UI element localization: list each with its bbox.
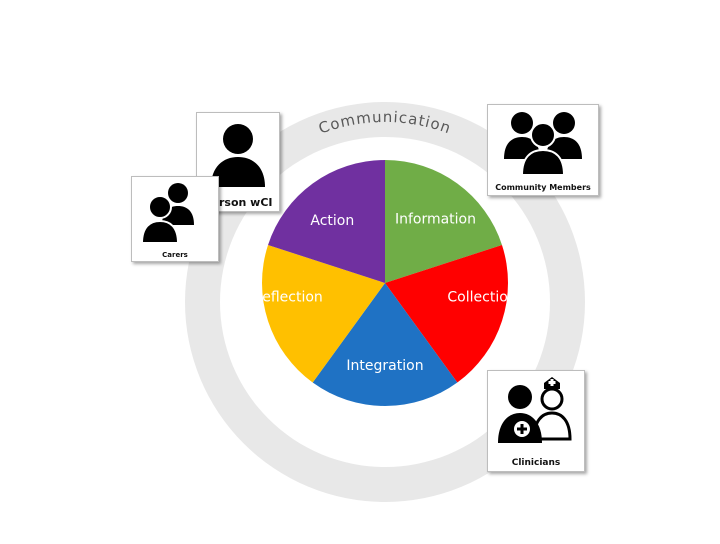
segment-label-collection: Collection <box>447 290 516 306</box>
segment-label-information: Information <box>395 211 476 227</box>
carers-card: Carers <box>131 176 219 262</box>
person-wci-label: Person wCI <box>203 196 273 209</box>
person-icon <box>211 124 265 187</box>
clinicians-label: Clinicians <box>511 458 561 468</box>
clinicians-card: Clinicians <box>487 370 585 472</box>
carers-icon <box>140 183 194 244</box>
segment-collection <box>385 244 508 383</box>
community-members-card: Community Members <box>487 104 599 196</box>
segment-label-integration: Integration <box>346 358 423 374</box>
clinicians-icon <box>498 377 572 443</box>
segment-information <box>385 160 502 283</box>
segment-action <box>268 160 385 283</box>
community-members-label: Community Members <box>495 183 591 192</box>
segment-label-action: Action <box>310 213 354 229</box>
segment-integration <box>312 283 458 407</box>
carers-label: Carers <box>162 251 188 259</box>
community-members-icon <box>504 112 582 176</box>
segment-label-reflection: Reflection <box>253 290 323 306</box>
segment-reflection <box>262 244 385 383</box>
